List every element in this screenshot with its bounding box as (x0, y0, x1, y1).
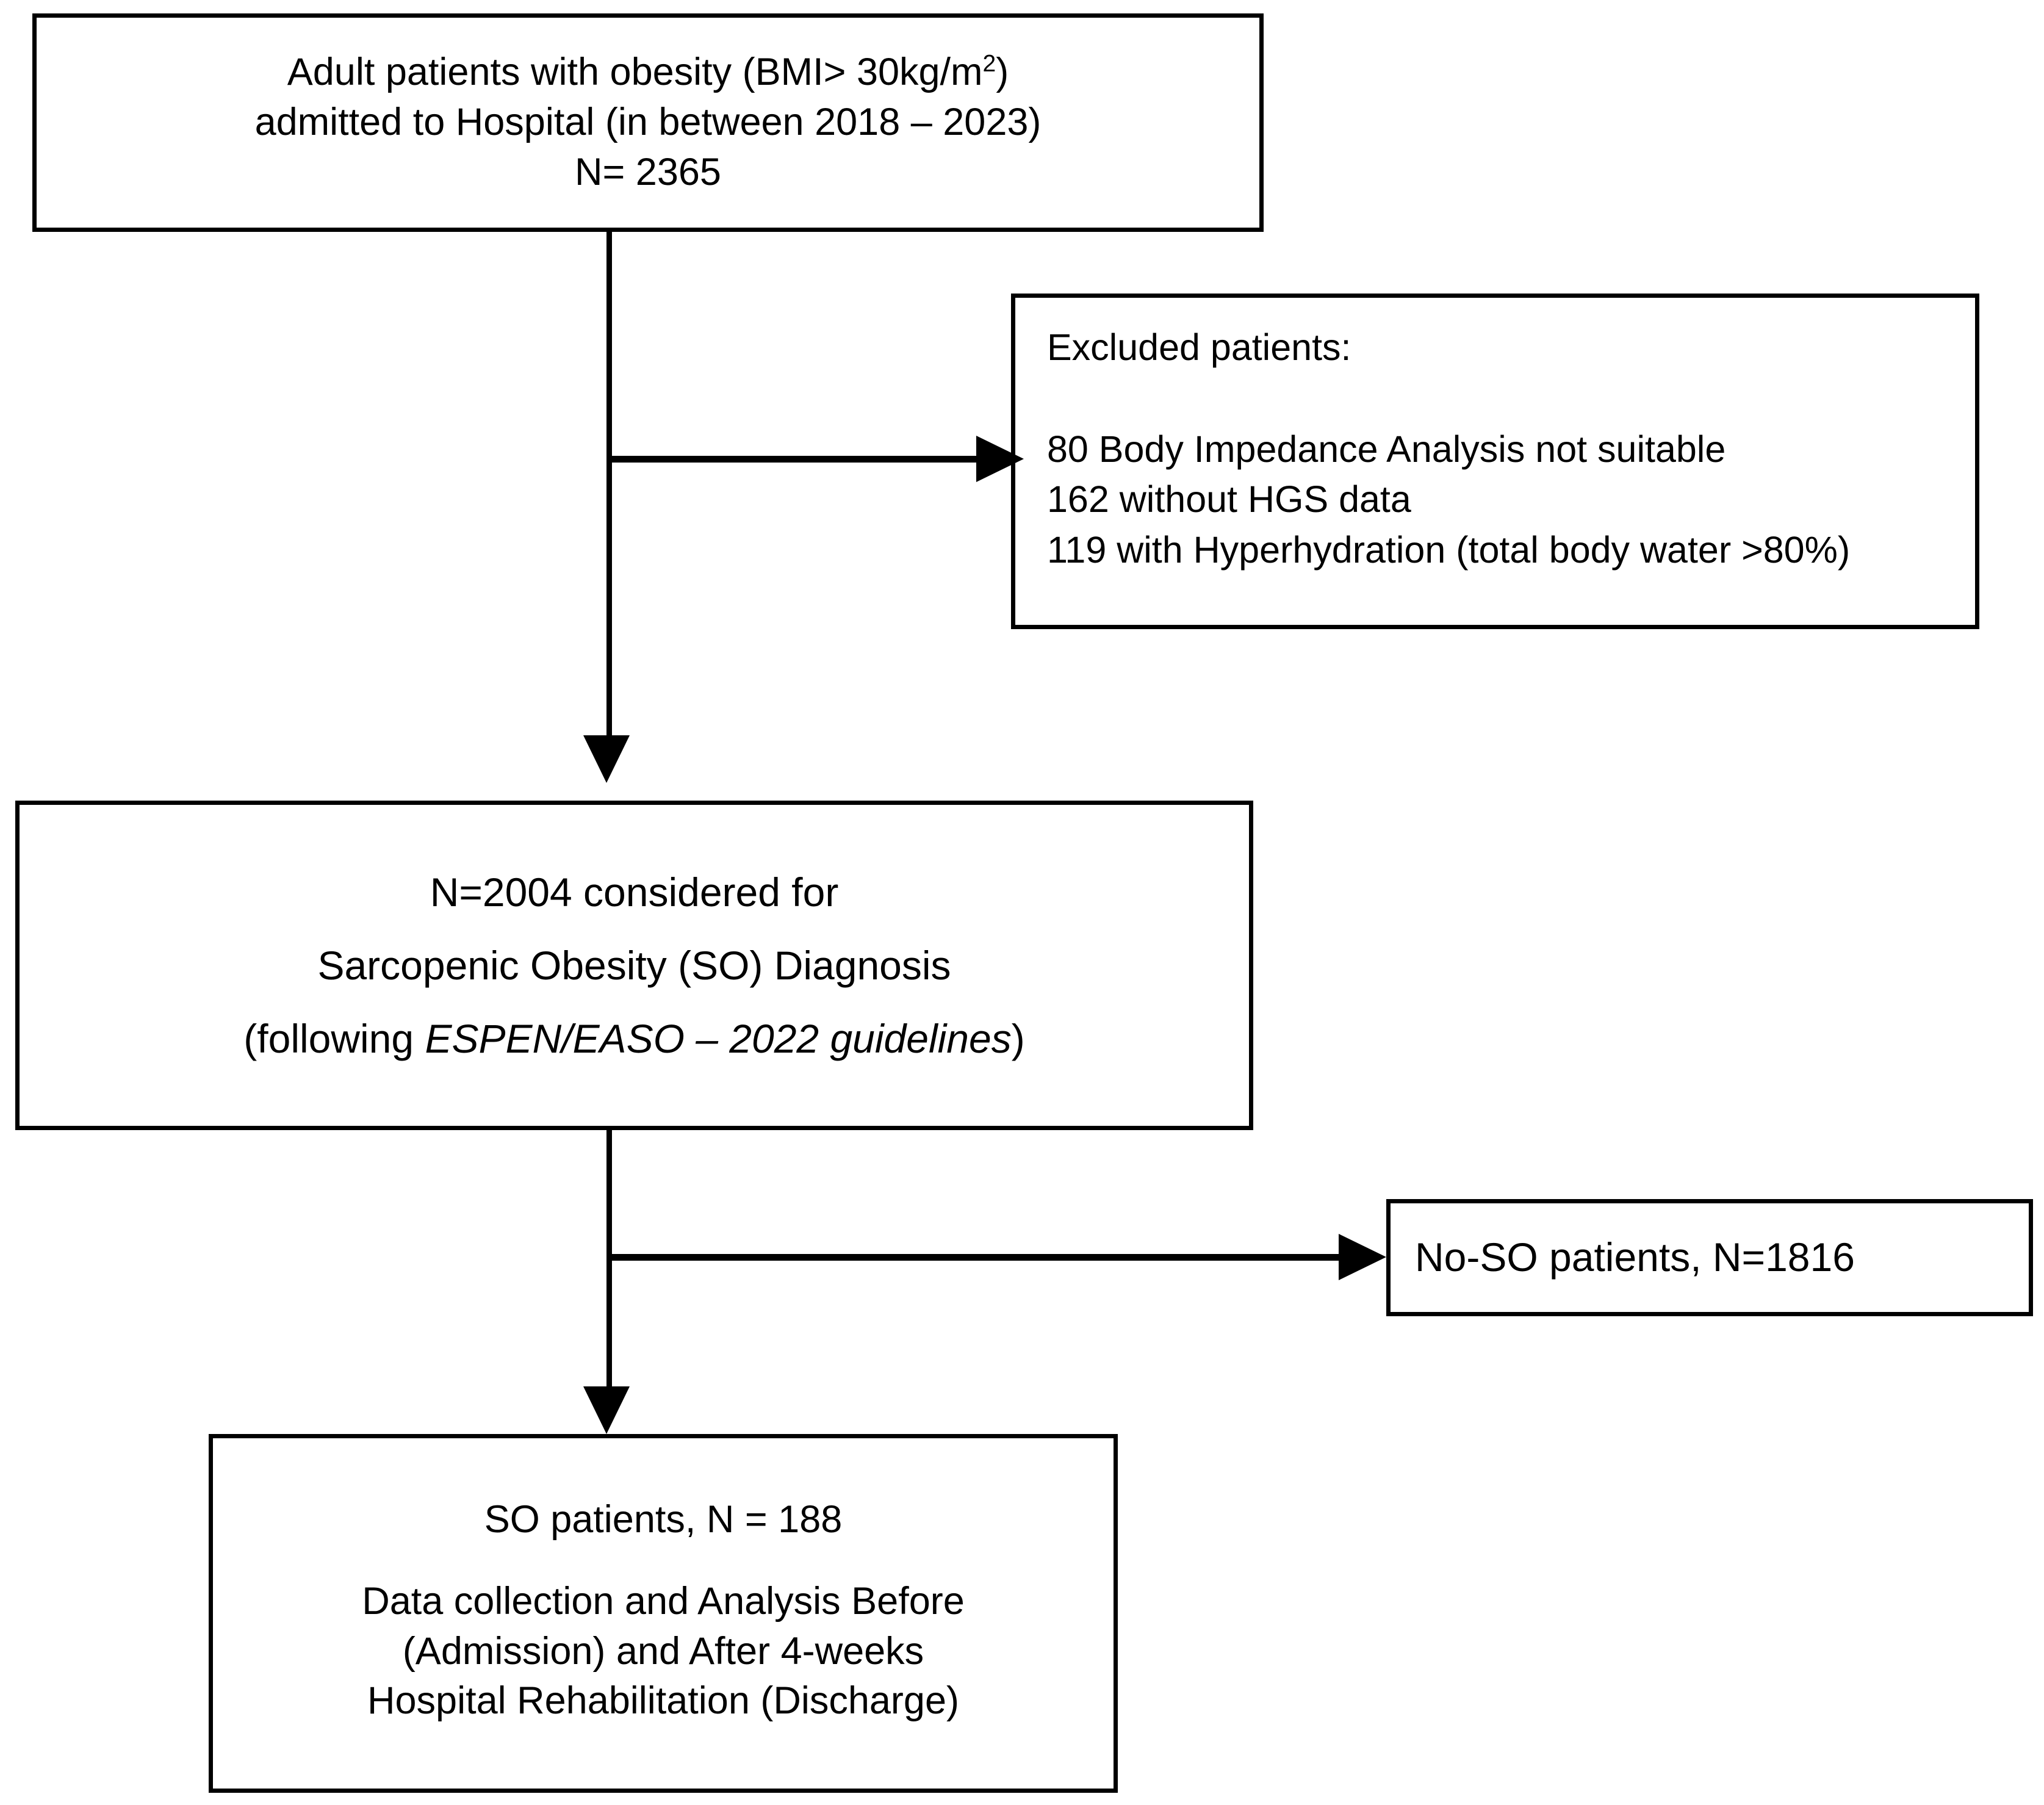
considered-line-3-guidelines: (following ESPEN/EASO – 2022 guidelines) (243, 1016, 1025, 1061)
so-title: SO patients, N = 188 (484, 1497, 843, 1541)
box-source-population: Adult patients with obesity (BMI> 30kg/m… (32, 13, 1264, 232)
connector-source-to-considered-line (606, 232, 612, 738)
source-line-2: admitted to Hospital (in between 2018 – … (254, 101, 1042, 144)
excluded-reason-list: 80 Body Impedance Analysis not suitable … (1047, 424, 1975, 575)
arrow-down-icon (583, 1386, 630, 1434)
box-no-so-patients: No-SO patients, N=1816 (1386, 1199, 2033, 1316)
box-excluded-patients: Excluded patients: 80 Body Impedance Ana… (1011, 294, 1979, 629)
arrow-right-icon (1339, 1234, 1386, 1280)
excluded-heading: Excluded patients: (1047, 326, 1351, 368)
connector-considered-to-so-line (606, 1130, 612, 1399)
excluded-reason-item: 80 Body Impedance Analysis not suitable (1047, 428, 1726, 470)
so-detail-line: Data collection and Analysis Before (362, 1579, 965, 1623)
bmi-superscript: 2 (982, 51, 996, 77)
so-detail-line: Hospital Rehabilitation (Discharge) (367, 1679, 959, 1723)
box-so-patients: SO patients, N = 188 Data collection and… (209, 1434, 1118, 1793)
so-detail-line: (Admission) and After 4-weeks (402, 1629, 924, 1673)
guidelines-citation: ESPEN/EASO – 2022 guidelines (425, 1016, 1012, 1061)
connector-source-to-excluded-line (606, 456, 985, 463)
considered-line-1-count: N=2004 considered for (430, 870, 839, 915)
source-line-3-count: N= 2365 (575, 150, 721, 193)
source-line-1: Adult patients with obesity (BMI> 30kg/m… (287, 51, 1009, 94)
excluded-reason-item: 119 with Hyperhydration (total body wate… (1047, 528, 1851, 571)
excluded-reason-item: 162 without HGS data (1047, 478, 1411, 521)
arrow-right-icon (976, 436, 1024, 482)
no-so-label: No-SO patients, N=1816 (1415, 1234, 1855, 1280)
arrow-down-icon (583, 735, 630, 783)
box-considered-for-diagnosis: N=2004 considered for Sarcopenic Obesity… (15, 801, 1253, 1130)
considered-line-2-diagnosis: Sarcopenic Obesity (SO) Diagnosis (317, 943, 951, 988)
connector-considered-to-no-so-line (606, 1254, 1339, 1261)
